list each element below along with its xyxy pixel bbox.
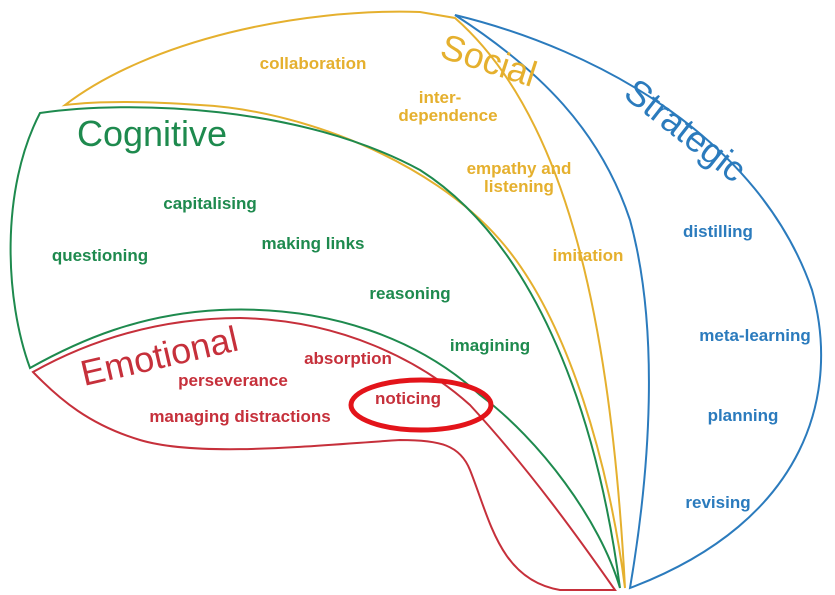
strategic-item: planning xyxy=(708,406,779,425)
social-item: dependence xyxy=(398,106,497,125)
emotional-item: managing distractions xyxy=(149,407,330,426)
social-item: empathy and xyxy=(467,159,572,178)
cognitive-item: questioning xyxy=(52,246,148,265)
social-item: listening xyxy=(484,177,554,196)
emotional-item: perseverance xyxy=(178,371,288,390)
strategic-item: distilling xyxy=(683,222,753,241)
cognitive-item: imagining xyxy=(450,336,530,355)
social-region xyxy=(61,10,626,589)
strategic-item: meta-learning xyxy=(699,326,810,345)
highlight-ellipse xyxy=(348,377,494,433)
cognitive-item: reasoning xyxy=(369,284,450,303)
social-item: imitation xyxy=(553,246,624,265)
strategic-title: Strategic xyxy=(617,70,754,190)
strategic-item: revising xyxy=(685,493,750,512)
cognitive-region xyxy=(9,106,621,589)
emotional-item-noticing: noticing xyxy=(375,389,441,408)
cognitive-item: capitalising xyxy=(163,194,257,213)
emotional-item: absorption xyxy=(304,349,392,368)
cognitive-item: making links xyxy=(262,234,365,253)
social-item: collaboration xyxy=(260,54,367,73)
emotional-region xyxy=(31,316,617,591)
cognitive-title: Cognitive xyxy=(77,113,227,154)
strategic-region xyxy=(454,14,823,590)
social-item: inter- xyxy=(419,88,462,107)
